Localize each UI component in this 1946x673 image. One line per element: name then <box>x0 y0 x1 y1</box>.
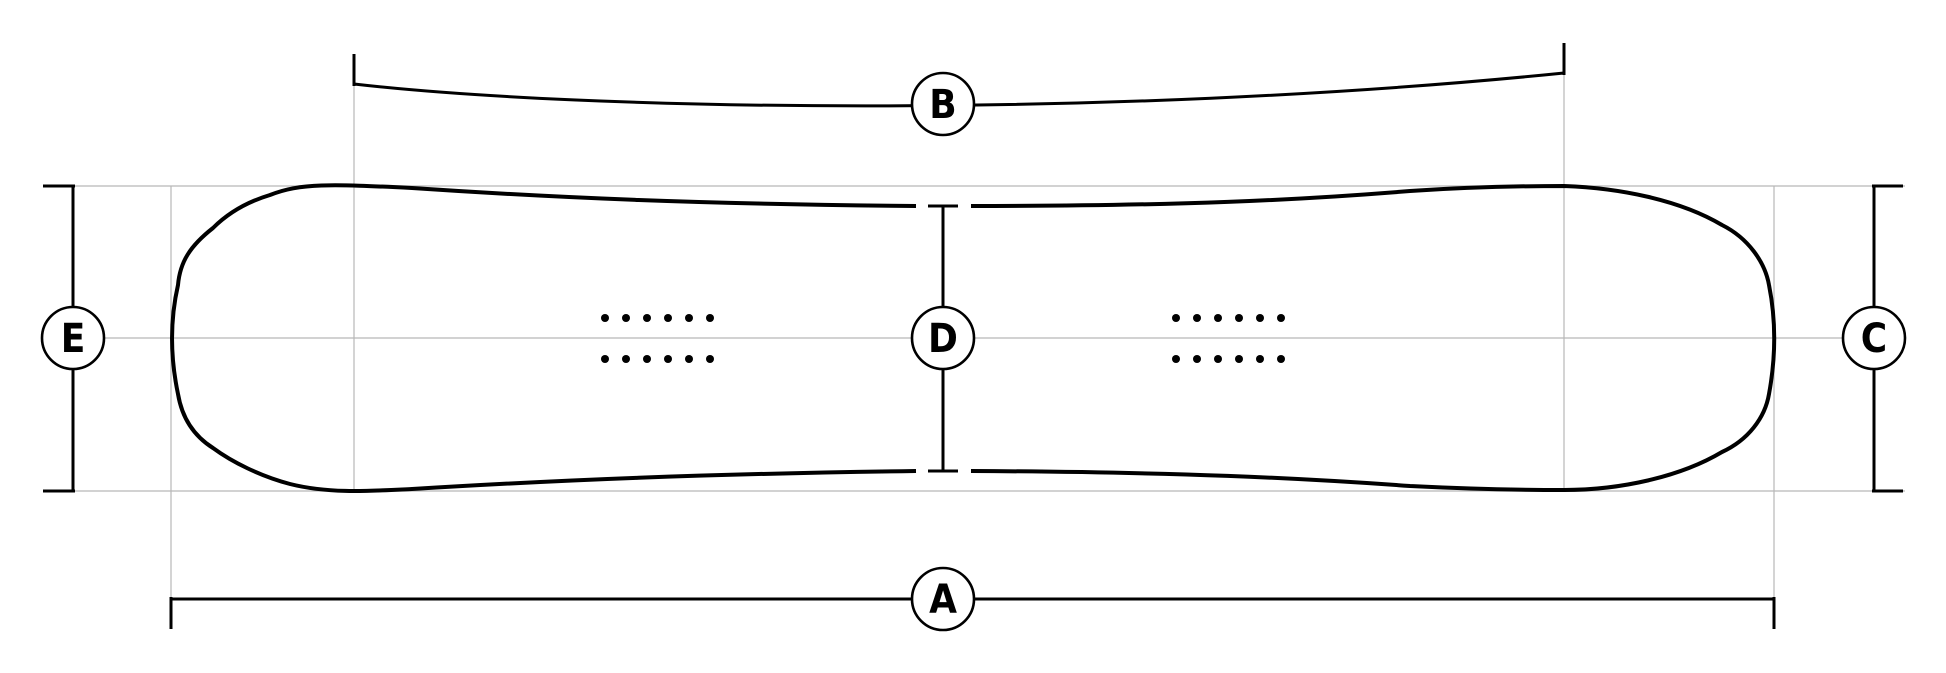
insert-hole <box>643 314 651 322</box>
dimension-b-arc <box>353 71 1565 108</box>
marker-d-label: D <box>928 316 958 362</box>
insert-hole <box>1256 355 1264 363</box>
insert-hole <box>1193 314 1201 322</box>
insert-hole <box>1235 314 1243 322</box>
marker-c-label: C <box>1861 316 1887 362</box>
marker-e-label: E <box>61 316 86 362</box>
marker-e: E <box>40 305 106 371</box>
insert-hole <box>1172 355 1180 363</box>
insert-hole <box>601 314 609 322</box>
marker-b-circle <box>910 71 976 137</box>
marker-a-label: A <box>929 577 957 623</box>
marker-a-circle <box>910 566 976 632</box>
insert-hole <box>601 355 609 363</box>
board-outline-left <box>170 183 917 494</box>
marker-e-circle <box>40 305 106 371</box>
insert-hole <box>706 314 714 322</box>
insert-hole <box>685 314 693 322</box>
insert-hole <box>664 355 672 363</box>
insert-hole <box>1193 355 1201 363</box>
insert-hole <box>1172 314 1180 322</box>
marker-d: D <box>910 305 976 371</box>
insert-hole <box>1277 355 1285 363</box>
marker-c: C <box>1841 305 1907 371</box>
insert-hole <box>685 355 693 363</box>
board-outline-right <box>970 184 1777 492</box>
insert-hole <box>1277 314 1285 322</box>
insert-hole <box>1214 355 1222 363</box>
insert-hole <box>664 314 672 322</box>
binding-inserts <box>601 314 1285 363</box>
dimension-b <box>352 43 1566 108</box>
insert-hole <box>706 355 714 363</box>
insert-hole <box>622 314 630 322</box>
insert-hole <box>1214 314 1222 322</box>
marker-d-circle <box>910 305 976 371</box>
marker-c-circle <box>1841 305 1907 371</box>
insert-hole <box>1235 355 1243 363</box>
marker-b: B <box>910 71 976 137</box>
snowboard-outline <box>170 183 1777 494</box>
insert-hole <box>1256 314 1264 322</box>
insert-hole <box>643 355 651 363</box>
insert-hole <box>622 355 630 363</box>
marker-b-label: B <box>929 82 956 128</box>
marker-a: A <box>910 566 976 632</box>
